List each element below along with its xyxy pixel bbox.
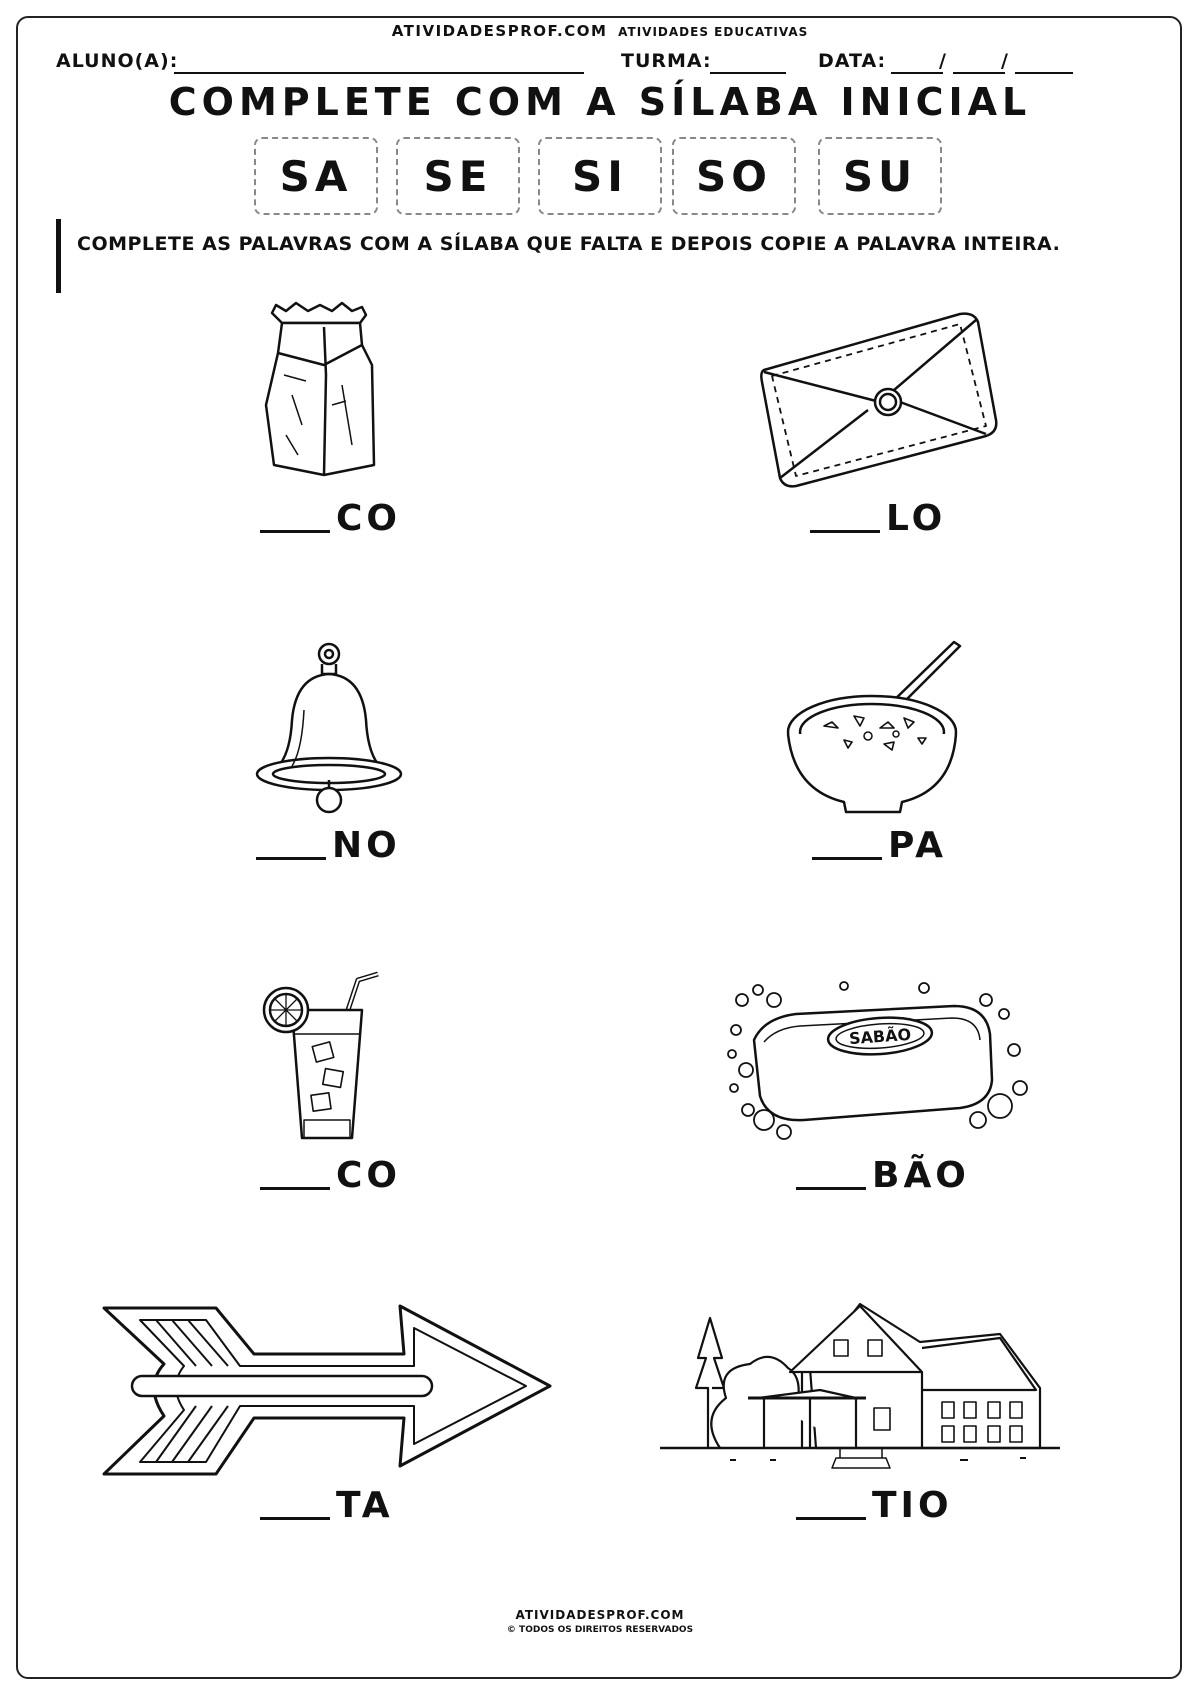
juice-glass-icon	[262, 970, 402, 1150]
instruction-text: COMPLETE AS PALAVRAS COM A SÍLABA QUE FA…	[77, 233, 1061, 255]
envelope-icon	[760, 310, 1000, 490]
word-blank: NO	[256, 822, 401, 866]
date-label: DATA:	[818, 50, 887, 72]
answer-blank[interactable]	[260, 1513, 330, 1520]
word-ending: LO	[886, 498, 947, 539]
footer: ATIVIDADESPROF.COM © TODOS OS DIREITOS R…	[0, 1608, 1200, 1635]
bell-icon	[252, 640, 407, 820]
site-header: ATIVIDADESPROF.COM ATIVIDADES EDUCATIVAS	[0, 22, 1200, 40]
syllable-card: SI	[538, 137, 662, 215]
answer-blank[interactable]	[260, 1183, 330, 1190]
syllable-bank: SA SE SI SO SU	[254, 137, 954, 215]
arrow-icon	[102, 1298, 554, 1476]
class-label: TURMA:	[621, 50, 712, 72]
syllable-card: SA	[254, 137, 378, 215]
date-year-field[interactable]	[1015, 72, 1073, 74]
soap-bar-icon: SABÃO	[724, 970, 1028, 1150]
word-blank: PA	[812, 822, 947, 866]
answer-blank[interactable]	[260, 526, 330, 533]
page-title: COMPLETE COM A SÍLABA INICIAL	[168, 80, 1032, 124]
word-ending: TA	[336, 1485, 394, 1526]
answer-blank[interactable]	[256, 853, 326, 860]
answer-blank[interactable]	[810, 526, 880, 533]
word-ending: CO	[336, 498, 402, 539]
student-name-field[interactable]	[174, 72, 584, 74]
word-blank: CO	[260, 495, 401, 539]
word-ending: CO	[336, 1155, 402, 1196]
soup-bowl-icon	[784, 640, 964, 820]
answer-blank[interactable]	[796, 1183, 866, 1190]
farmhouse-icon	[660, 1298, 1060, 1476]
date-separator: /	[1001, 50, 1009, 72]
class-field[interactable]	[710, 72, 786, 74]
date-separator: /	[939, 50, 947, 72]
word-ending: BÃO	[872, 1155, 970, 1196]
site-tagline: ATIVIDADES EDUCATIVAS	[618, 25, 809, 39]
word-blank: CO	[260, 1152, 401, 1196]
instruction-bar	[56, 219, 61, 293]
syllable-card: SU	[818, 137, 942, 215]
footer-copyright: © TODOS OS DIREITOS RESERVADOS	[506, 1625, 694, 1635]
word-ending: PA	[888, 825, 947, 866]
student-label: ALUNO(A):	[56, 50, 179, 72]
site-name: ATIVIDADESPROF.COM	[391, 22, 608, 40]
date-month-field[interactable]	[953, 72, 1005, 74]
footer-site: ATIVIDADESPROF.COM	[515, 1608, 685, 1622]
page-border	[16, 16, 1182, 1679]
word-blank: TIO	[796, 1482, 953, 1526]
paper-bag-icon	[262, 301, 382, 485]
word-blank: TA	[260, 1482, 394, 1526]
date-day-field[interactable]	[891, 72, 943, 74]
word-blank: BÃO	[796, 1152, 970, 1196]
soap-label: SABÃO	[848, 1025, 911, 1048]
word-ending: TIO	[872, 1485, 953, 1526]
syllable-card: SE	[396, 137, 520, 215]
word-blank: LO	[810, 495, 946, 539]
syllable-card: SO	[672, 137, 796, 215]
student-fields: ALUNO(A): TURMA: DATA: / /	[56, 50, 1146, 80]
answer-blank[interactable]	[812, 853, 882, 860]
answer-blank[interactable]	[796, 1513, 866, 1520]
word-ending: NO	[332, 825, 401, 866]
